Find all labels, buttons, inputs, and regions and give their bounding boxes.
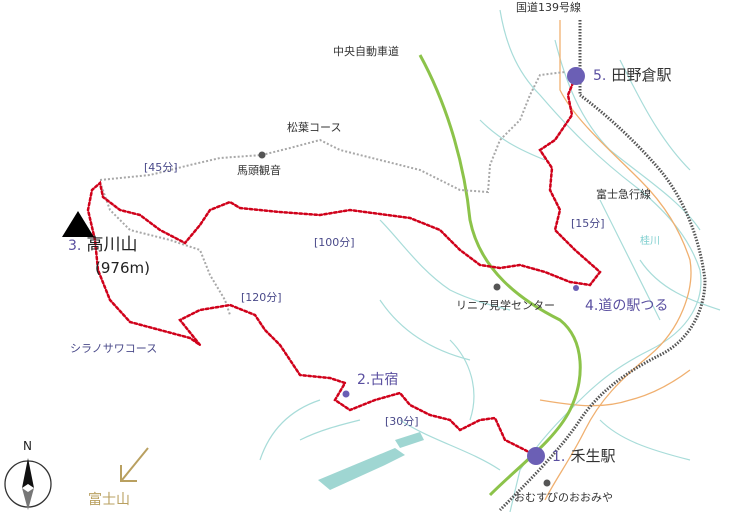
compass-north-label: N: [23, 439, 32, 453]
road-orange: [539, 20, 692, 501]
stop-kasei-number: 1.: [552, 449, 566, 465]
lake-small: [395, 432, 424, 448]
bato-kannon-label: 馬頭観音: [237, 164, 281, 177]
stop-takagawayama: 3. 高川山: [68, 237, 137, 254]
stop-tanokura-number: 5.: [593, 68, 607, 84]
stop-kasei-name: 禾生駅: [570, 447, 616, 465]
time-45-label: [45分]: [144, 161, 178, 174]
lake: [318, 448, 405, 490]
tanokura-station-marker: [567, 67, 585, 85]
stop-takagawayama-number: 3.: [68, 238, 82, 254]
omusubi-label: おむすびのおおみや: [514, 491, 613, 504]
expressway-label: 中央自動車道: [333, 45, 399, 58]
river-lines: [259, 9, 721, 512]
omusubi-marker: [543, 479, 551, 487]
shiranosawa-course-label: シラノサワコース: [70, 342, 158, 355]
stop-tanokura-name: 田野倉駅: [611, 66, 672, 84]
stop-kasei: 1. 禾生駅: [552, 447, 616, 465]
fuji-direction-label: 富士山: [88, 492, 130, 508]
stop-tanokura: 5. 田野倉駅: [593, 66, 672, 84]
stop-furujuku: 2.古宿: [357, 372, 399, 388]
kasei-station-marker: [527, 447, 545, 465]
linear-center-marker: [493, 283, 501, 291]
time-30-label: [30分]: [385, 415, 419, 428]
time-120-label: [120分]: [241, 291, 282, 304]
linear-center-label: リニア見学センター: [456, 299, 555, 312]
furujuku-marker: [342, 390, 350, 398]
compass-icon: [4, 458, 52, 510]
route139-label: 国道139号線: [516, 1, 581, 14]
bato-kannon-marker: [258, 151, 266, 159]
time-100-label: [100分]: [314, 236, 355, 249]
fujikyu-line-label: 富士急行線: [596, 188, 651, 201]
takagawayama-elevation: (976m): [95, 259, 150, 277]
expressway-line: [418, 54, 582, 497]
michinoeki-marker: [573, 285, 579, 291]
hiking-route: [86, 76, 602, 458]
matsuba-course-label: 松葉コース: [287, 121, 342, 134]
time-15-label: [15分]: [571, 217, 605, 230]
gray-trails: [99, 71, 566, 316]
fuji-direction-arrow-icon: [120, 447, 149, 482]
katsura-river-label: 桂川: [640, 236, 660, 247]
summit-icon: [62, 211, 94, 237]
stop-takagawayama-name: 高川山: [86, 235, 138, 255]
stop-michinoeki-tsuru: 4.道の駅つる: [585, 298, 669, 314]
